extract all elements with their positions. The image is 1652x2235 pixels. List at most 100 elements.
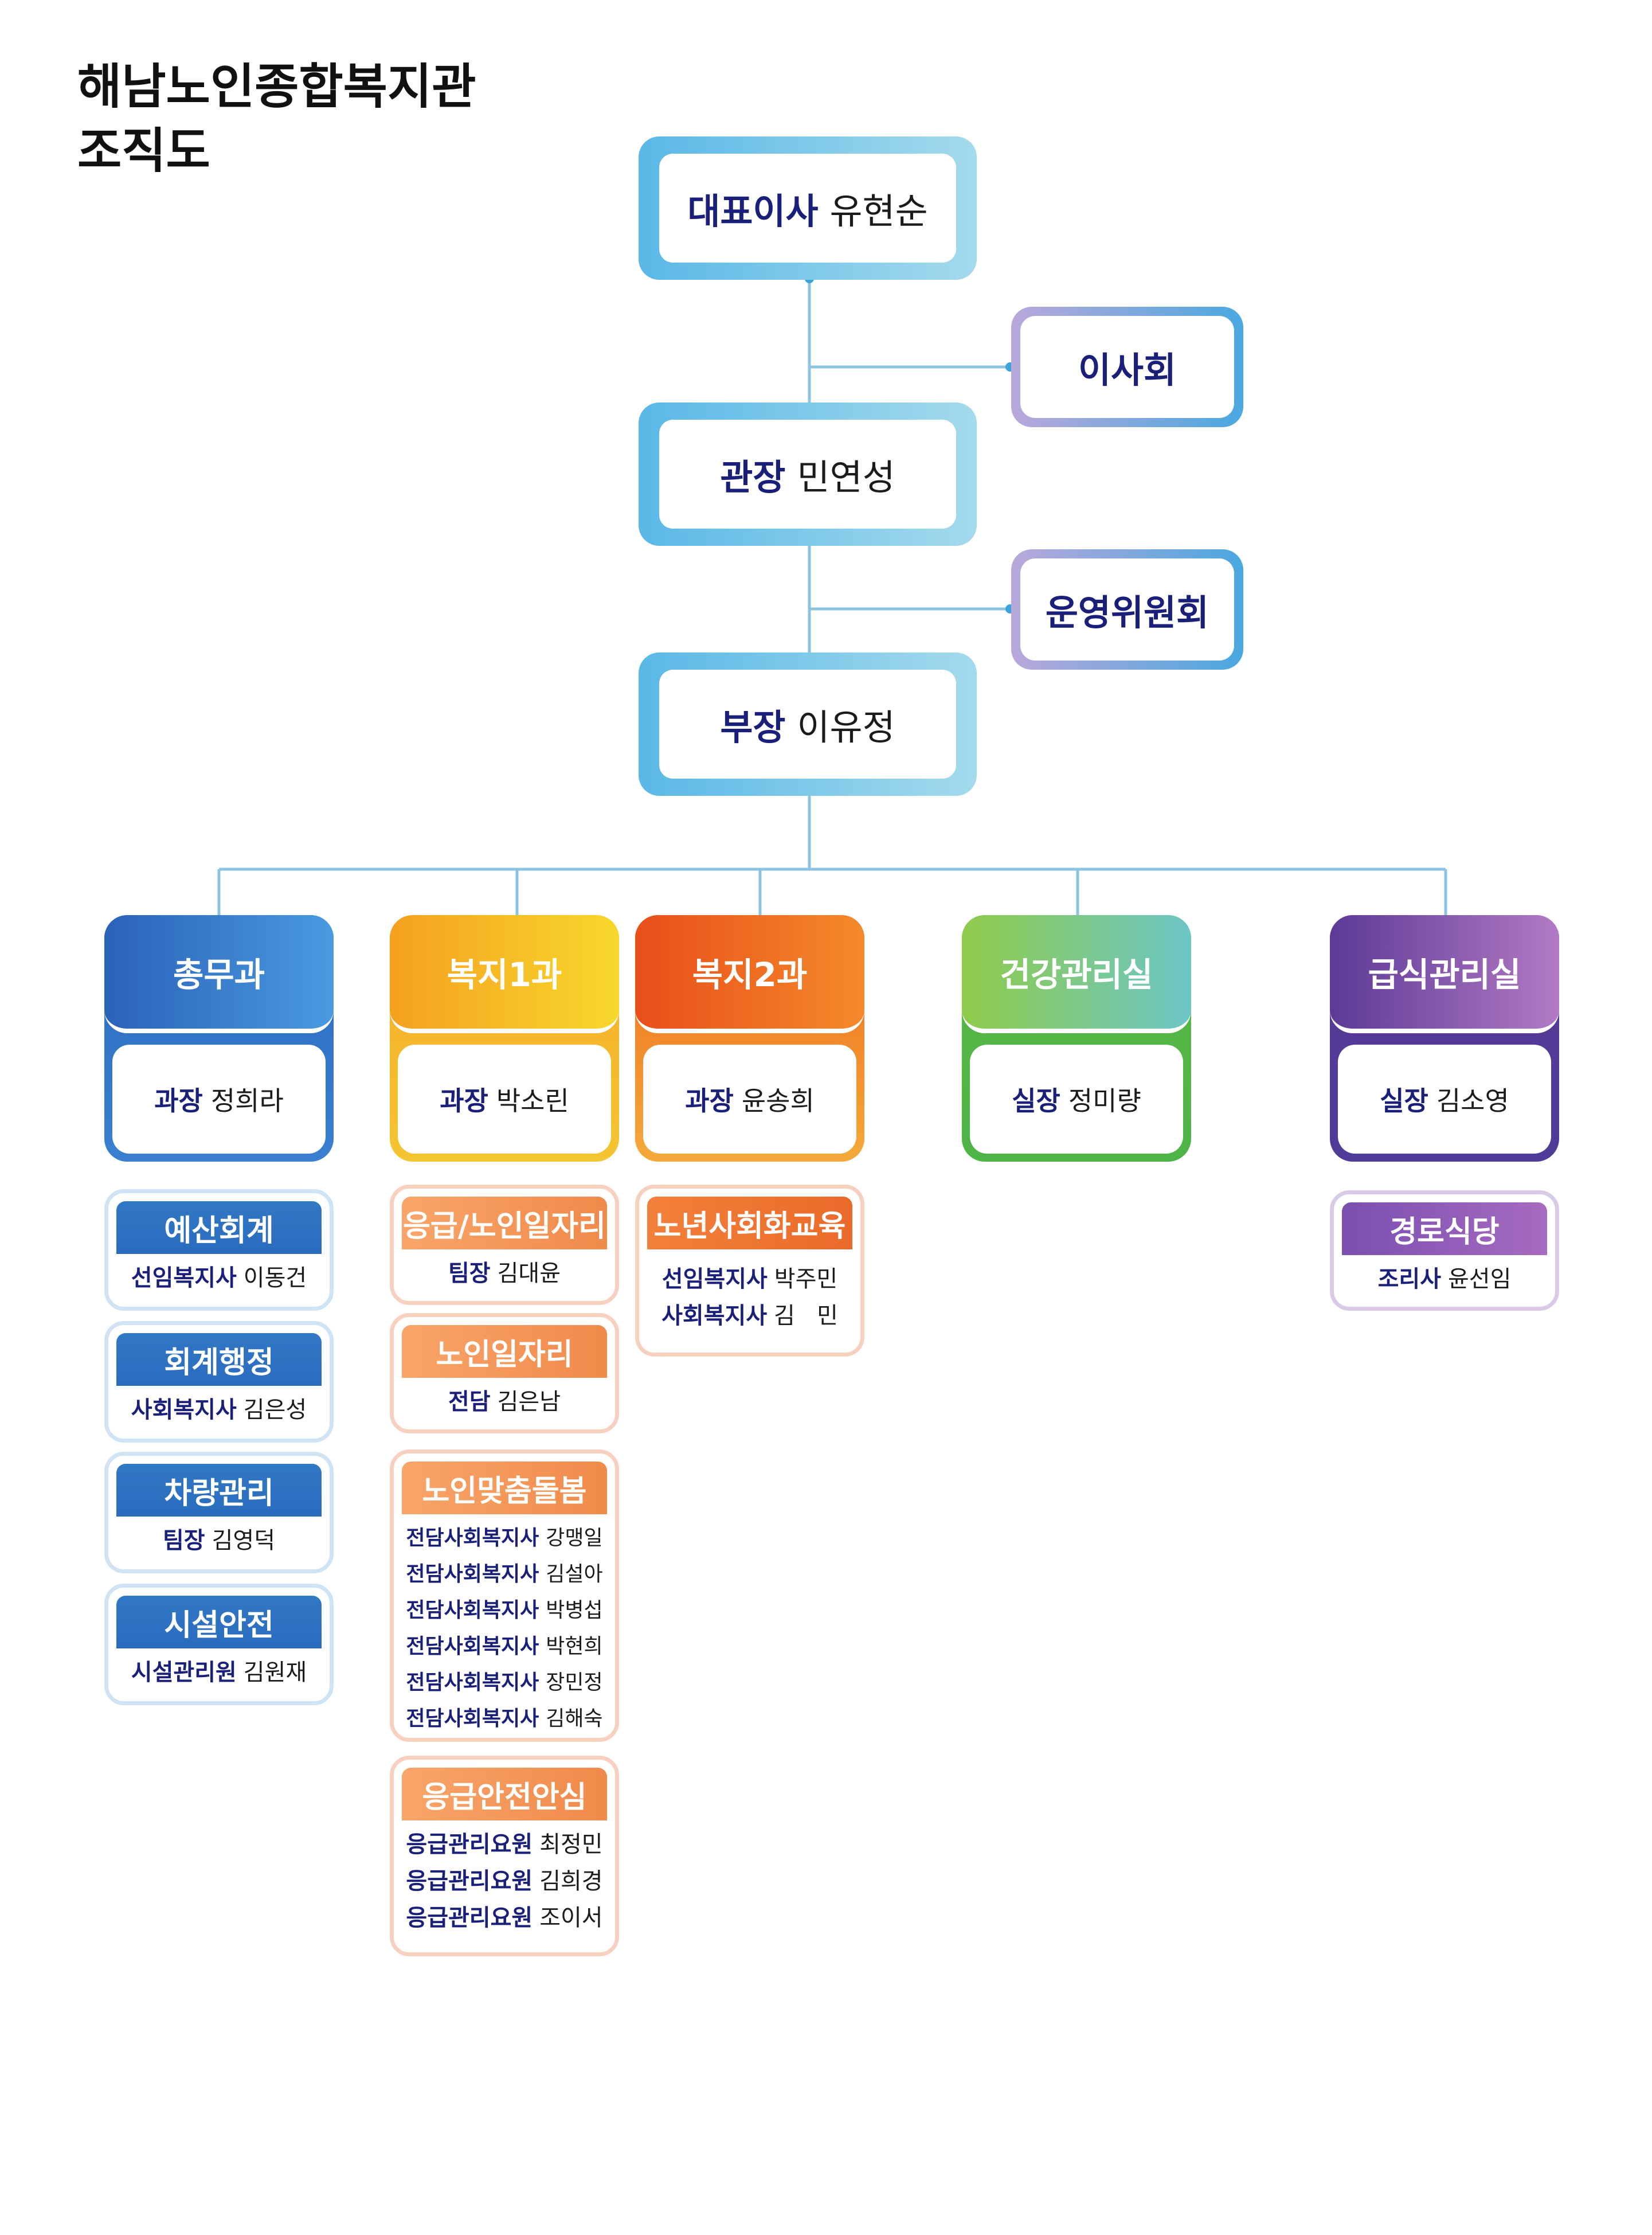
team-custom-care-name: 노인맞춤돌봄 xyxy=(402,1462,607,1514)
staff-role: 전담사회복지사 xyxy=(406,1635,539,1658)
dept-meal-head: 실장 김소영 xyxy=(1338,1045,1551,1154)
dept-welfare1-name: 복지1과 xyxy=(390,915,619,1033)
director-role: 관장 xyxy=(720,456,786,498)
team-budget-name: 예산회계 xyxy=(116,1201,322,1254)
dept-welfare1-head-name: 박소린 xyxy=(496,1085,569,1116)
staff-row: 전담사회복지사 김설아 xyxy=(394,1556,615,1592)
committee-box: 운영위원회 xyxy=(1011,549,1243,670)
team-accounting-name: 회계행정 xyxy=(116,1333,322,1386)
dept-health-head-role: 실장 xyxy=(1012,1085,1060,1116)
title-line-1: 해남노인종합복지관 xyxy=(77,58,476,115)
dept-admin-head-role: 과장 xyxy=(154,1085,203,1116)
team-senior-diner-name: 경로식당 xyxy=(1342,1202,1547,1255)
director-name: 민연성 xyxy=(797,456,895,498)
committee-label: 운영위원회 xyxy=(1020,558,1234,661)
team-senior-education-name: 노년사회화교육 xyxy=(647,1197,852,1249)
staff-role: 전담사회복지사 xyxy=(406,1671,539,1694)
manager-role: 부장 xyxy=(720,706,786,748)
title-line-2: 조직도 xyxy=(77,123,210,179)
staff-name: 강맹일 xyxy=(546,1526,603,1550)
staff-name: 장민정 xyxy=(546,1671,603,1694)
dept-welfare2-head-name: 윤송희 xyxy=(741,1085,815,1116)
staff-role: 조리사 xyxy=(1377,1266,1441,1292)
manager-box: 부장 이유정 xyxy=(639,652,977,796)
staff-role: 팀장 xyxy=(162,1527,205,1554)
chart-title: 해남노인종합복지관 조직도 xyxy=(77,54,476,183)
director-box: 관장 민연성 xyxy=(639,403,977,546)
staff-name: 이동건 xyxy=(243,1265,307,1291)
staff-role: 전담사회복지사 xyxy=(406,1707,539,1730)
dept-welfare1-head: 과장 박소린 xyxy=(398,1045,611,1154)
dept-meal-head-name: 김소영 xyxy=(1436,1085,1509,1116)
dept-welfare2: 복지2과 과장 윤송희 xyxy=(635,915,864,1162)
director-inner: 관장 민연성 xyxy=(659,420,956,529)
dept-welfare1-head-role: 과장 xyxy=(440,1085,488,1116)
board-box: 이사회 xyxy=(1011,307,1243,427)
staff-row: 전담사회복지사 장민정 xyxy=(394,1664,615,1701)
team-facility-name: 시설안전 xyxy=(116,1596,322,1648)
staff-name: 김대윤 xyxy=(497,1260,561,1287)
staff-role: 팀장 xyxy=(448,1260,491,1287)
dept-meal-name: 급식관리실 xyxy=(1330,915,1559,1033)
staff-row: 전담사회복지사 강맹일 xyxy=(394,1520,615,1556)
dept-welfare2-name: 복지2과 xyxy=(635,915,864,1033)
staff-name: 김설아 xyxy=(546,1562,603,1586)
dept-admin-name: 총무과 xyxy=(104,915,334,1033)
dept-health-name: 건강관리실 xyxy=(962,915,1191,1033)
ceo-inner: 대표이사 유현순 xyxy=(659,154,956,263)
staff-name: 박병섭 xyxy=(546,1599,603,1622)
staff-role: 시설관리원 xyxy=(131,1659,237,1686)
staff-role: 선임복지사 xyxy=(661,1266,768,1292)
staff-name: 김희경 xyxy=(539,1868,603,1894)
dept-health-head-name: 정미량 xyxy=(1068,1085,1141,1116)
board-label: 이사회 xyxy=(1020,316,1234,418)
staff-name: 김은성 xyxy=(243,1397,307,1423)
staff-name: 최정민 xyxy=(539,1831,603,1858)
staff-role: 사회복지사 xyxy=(661,1303,768,1329)
dept-admin-head: 과장 정희라 xyxy=(112,1045,326,1154)
staff-name: 김은남 xyxy=(497,1389,561,1415)
staff-role: 전담사회복지사 xyxy=(406,1562,539,1586)
manager-inner: 부장 이유정 xyxy=(659,670,956,779)
dept-welfare2-head: 과장 윤송희 xyxy=(643,1045,856,1154)
ceo-box: 대표이사 유현순 xyxy=(639,136,977,280)
team-vehicle-name: 차량관리 xyxy=(116,1464,322,1517)
team-senior-jobs-name: 노인일자리 xyxy=(402,1325,607,1378)
staff-name: 김 민 xyxy=(774,1303,838,1329)
manager-name: 이유정 xyxy=(797,706,895,748)
dept-meal: 급식관리실 실장 김소영 xyxy=(1330,915,1559,1162)
staff-role: 전담사회복지사 xyxy=(406,1526,539,1550)
ceo-name: 유현순 xyxy=(829,190,928,232)
team-emergency-jobs-name: 응급/노인일자리 xyxy=(402,1197,607,1249)
dept-admin-head-name: 정희라 xyxy=(210,1085,284,1116)
staff-role: 응급관리요원 xyxy=(406,1905,533,1931)
